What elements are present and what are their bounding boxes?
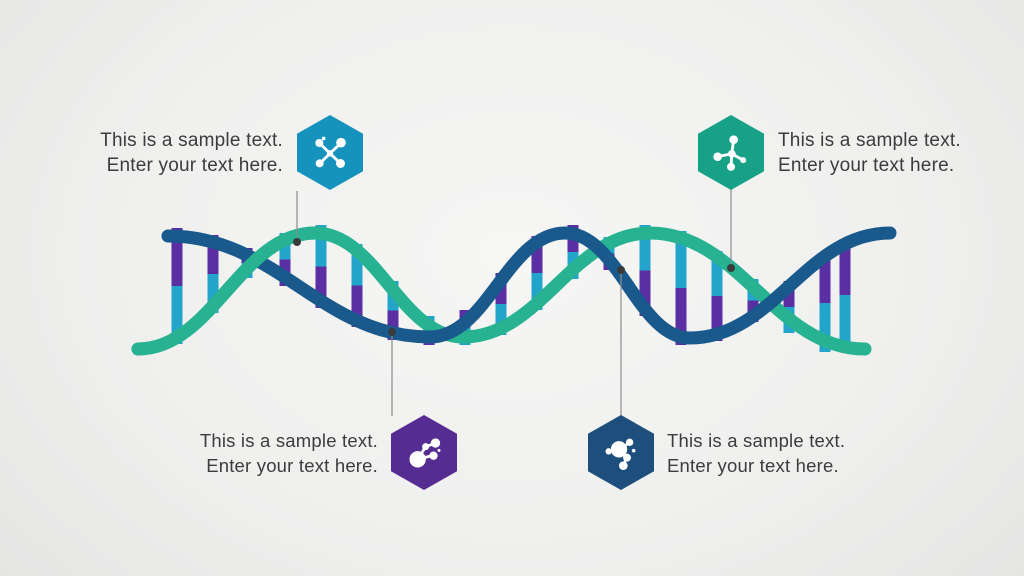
hexagon-shape-navy[interactable]: [588, 415, 654, 490]
callout-bottom-left-text[interactable]: This is a sample text. Enter your text h…: [152, 428, 378, 478]
callout-line1: This is a sample text.: [778, 129, 961, 151]
callout-line1: This is a sample text.: [100, 129, 283, 151]
callout-bottom-right[interactable]: This is a sample text. Enter your text h…: [588, 415, 878, 490]
callout-line2: Enter your text here.: [106, 154, 283, 176]
callout-line2: Enter your text here.: [206, 454, 378, 476]
dna-strand-blue: [161, 226, 897, 345]
molecule-branch-icon: [713, 134, 747, 171]
connector-anchor-dots: [293, 238, 735, 336]
callout-line2: Enter your text here.: [778, 154, 955, 176]
callout-top-left-text[interactable]: This is a sample text. Enter your text h…: [58, 128, 283, 178]
hexagon-shape-purple[interactable]: [391, 415, 457, 490]
callout-line2: Enter your text here.: [667, 454, 839, 476]
hexagon-shape-teal[interactable]: [297, 115, 363, 190]
callout-top-right[interactable]: This is a sample text. Enter your text h…: [698, 115, 988, 190]
callout-connectors: [296, 189, 732, 416]
molecule-burst-icon: [605, 438, 636, 470]
molecule-cluster-icon: [409, 437, 441, 467]
hexagon-shape-green[interactable]: [698, 115, 764, 190]
callout-top-left[interactable]: This is a sample text. Enter your text h…: [58, 115, 363, 190]
callout-top-right-text[interactable]: This is a sample text. Enter your text h…: [778, 128, 988, 178]
dna-strand-green-overlay: [131, 226, 322, 356]
callout-line1: This is a sample text.: [667, 429, 846, 451]
callout-bottom-left[interactable]: This is a sample text. Enter your text h…: [152, 415, 457, 490]
molecule-x-icon: [315, 136, 346, 168]
callout-line1: This is a sample text.: [199, 429, 378, 451]
callout-bottom-right-text[interactable]: This is a sample text. Enter your text h…: [667, 428, 878, 478]
